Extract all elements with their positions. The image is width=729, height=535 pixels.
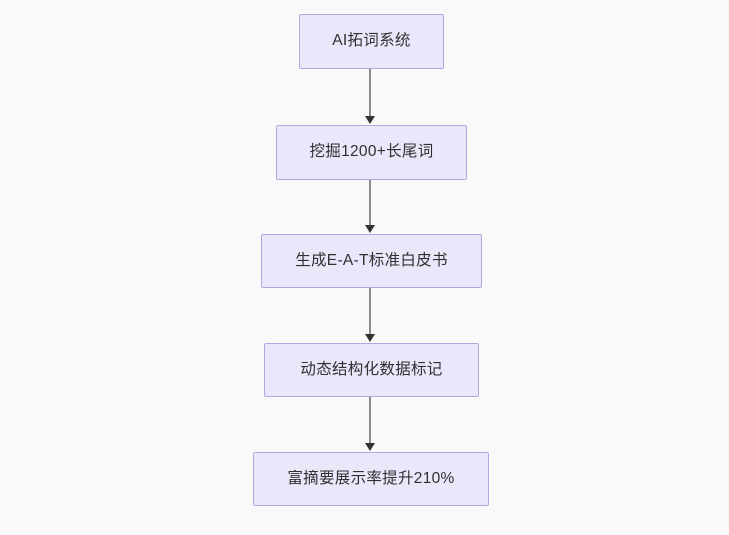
flow-node-label: 动态结构化数据标记	[300, 360, 443, 378]
flow-node-label: 生成E-A-T标准白皮书	[295, 251, 448, 269]
flow-node-mine-longtail-keywords[interactable]: 挖掘1200+长尾词	[276, 125, 467, 180]
flow-node-ai-keyword-system[interactable]: AI拓词系统	[299, 14, 444, 69]
flow-edge-3	[369, 288, 371, 335]
flow-node-dynamic-structured-data-markup[interactable]: 动态结构化数据标记	[264, 343, 479, 397]
flow-edge-1	[369, 69, 371, 117]
flow-edge-2	[369, 180, 371, 226]
flow-node-rich-snippet-rate-increase[interactable]: 富摘要展示率提升210%	[253, 452, 489, 506]
flow-arrowhead-1	[364, 116, 375, 124]
flow-edge-4	[369, 397, 371, 444]
flow-arrowhead-3	[364, 334, 375, 342]
flow-node-generate-eat-whitepaper[interactable]: 生成E-A-T标准白皮书	[261, 234, 482, 288]
flow-arrowhead-2	[364, 225, 375, 233]
flow-node-label: AI拓词系统	[332, 32, 411, 50]
flow-node-label: 富摘要展示率提升210%	[287, 469, 455, 487]
flow-arrowhead-4	[364, 443, 375, 451]
flow-node-label: 挖掘1200+长尾词	[309, 143, 434, 161]
